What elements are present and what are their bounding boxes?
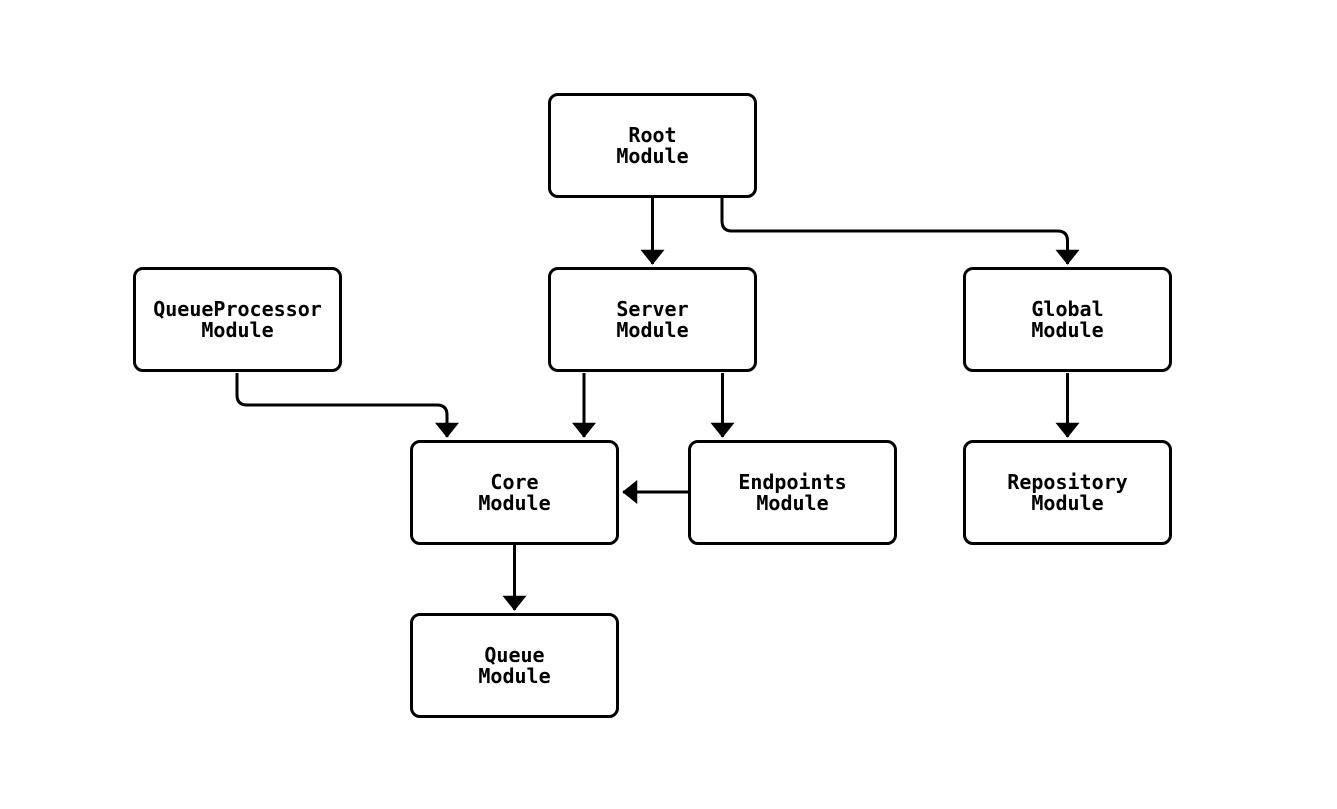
node-queue-module: Queue Module <box>410 613 619 718</box>
node-label-line2: Module <box>201 317 274 342</box>
node-label-line1: Server <box>616 296 689 321</box>
node-label-line2: Module <box>1031 317 1104 342</box>
node-label-line1: Root <box>628 122 677 147</box>
node-label-line2: Module <box>756 490 829 515</box>
node-label-line1: Repository <box>1007 469 1128 494</box>
node-label-line2: Module <box>478 663 551 688</box>
edge-queueprocessor-to-core <box>235 373 459 438</box>
node-label-line1: QueueProcessor <box>153 296 322 321</box>
node-queueprocessor-module: QueueProcessor Module <box>133 267 342 372</box>
node-label-line2: Module <box>1031 490 1104 515</box>
node-label-line2: Module <box>616 317 689 342</box>
node-core-module: Core Module <box>410 440 619 545</box>
node-global-module: Global Module <box>963 267 1172 372</box>
node-label-line2: Module <box>478 490 551 515</box>
edge-root-to-global <box>720 198 1080 265</box>
node-server-module: Server Module <box>548 267 757 372</box>
node-label-line1: Global <box>1031 296 1104 321</box>
node-label-line2: Module <box>616 143 689 168</box>
node-label-line1: Queue <box>484 642 545 667</box>
node-repository-module: Repository Module <box>963 440 1172 545</box>
node-endpoints-module: Endpoints Module <box>688 440 897 545</box>
node-root-module: Root Module <box>548 93 757 198</box>
node-label-line1: Core <box>490 469 539 494</box>
node-label-line1: Endpoints <box>738 469 847 494</box>
